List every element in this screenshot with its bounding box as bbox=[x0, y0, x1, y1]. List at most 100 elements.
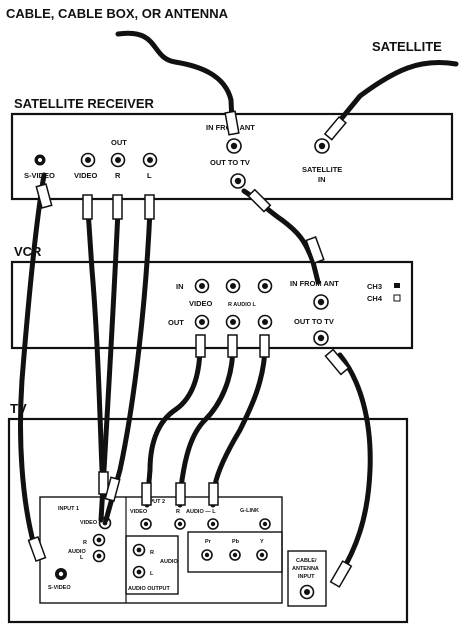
vcr-r-out-plug bbox=[227, 334, 238, 358]
vcr-out-r-jack[interactable] bbox=[225, 314, 241, 330]
receiver-video-cable bbox=[85, 207, 107, 498]
antenna-cable bbox=[115, 30, 235, 125]
tv-input1-audio-label: AUDIO bbox=[68, 549, 86, 555]
receiver-in-from-ant-jack[interactable] bbox=[226, 138, 242, 154]
tv-input2-l-jack[interactable] bbox=[207, 518, 219, 530]
satellite-plug bbox=[323, 115, 347, 141]
receiver-out-to-tv-jack[interactable] bbox=[230, 173, 246, 189]
vcr-ch3-switch[interactable] bbox=[394, 283, 400, 288]
tv-audio-output-label: AUDIO OUTPUT bbox=[128, 586, 171, 592]
vcr-title: VCR bbox=[14, 244, 42, 259]
tv-audio-output-small-label: AUDIO bbox=[160, 559, 178, 565]
tv-input2-video-label: VIDEO bbox=[130, 509, 148, 515]
receiver-r-cable bbox=[98, 207, 121, 523]
vcr-in-from-ant-label: IN FROM ANT bbox=[290, 279, 339, 288]
tv-y-label: Y bbox=[260, 539, 264, 545]
tv-input2-r-jack[interactable] bbox=[174, 518, 186, 530]
tv-audio-output-l-label: L bbox=[150, 571, 154, 577]
tv-audio-output-r-label: R bbox=[150, 550, 154, 556]
tv-input2-video-plug bbox=[141, 482, 152, 506]
vcr-ch4-label: CH4 bbox=[367, 294, 383, 303]
receiver-video-jack[interactable] bbox=[80, 152, 96, 168]
tv-svideo-label: S-VIDEO bbox=[48, 585, 71, 591]
tv-svideo-jack[interactable] bbox=[55, 568, 67, 580]
tv-cable-antenna-label-2: ANTENNA bbox=[292, 566, 319, 572]
tv-component-box bbox=[187, 531, 283, 573]
vcr-out-to-tv-label: OUT TO TV bbox=[294, 317, 334, 326]
vcr-video-out-plug bbox=[195, 334, 206, 358]
tv-glink-jack[interactable] bbox=[259, 518, 271, 530]
svideo-plug-top bbox=[35, 183, 53, 209]
satellite-source-label: SATELLITE bbox=[372, 39, 442, 54]
tv-y-jack[interactable] bbox=[256, 549, 268, 561]
receiver-satellite-in-label-1: SATELLITE bbox=[302, 165, 342, 174]
vcr-l-out-plug bbox=[259, 334, 270, 358]
vcr-in-from-ant-jack[interactable] bbox=[313, 294, 329, 310]
receiver-svideo-jack[interactable] bbox=[34, 154, 46, 166]
vcr-in-video-jack[interactable] bbox=[194, 278, 210, 294]
tv-pr-label: Pr bbox=[205, 539, 212, 545]
receiver-r-plug bbox=[112, 194, 123, 220]
vcr-in-l-jack[interactable] bbox=[257, 278, 273, 294]
svideo-plug-bottom bbox=[27, 535, 47, 563]
vcr-in-label: IN bbox=[176, 282, 184, 291]
receiver-l-jack[interactable] bbox=[142, 152, 158, 168]
tv-input1-label: INPUT 1 bbox=[58, 506, 79, 512]
tv-input1-audio-plug bbox=[104, 476, 121, 502]
vcr-in-r-jack[interactable] bbox=[225, 278, 241, 294]
vcr-rf-in-plug bbox=[305, 236, 325, 264]
tv: TV INPUT 1 INPUT 2 VIDEO VIDEO R AUDIO —… bbox=[7, 401, 409, 624]
receiver-l-plug bbox=[144, 194, 155, 220]
tv-input1-r-label: R bbox=[83, 540, 87, 546]
receiver-l-cable bbox=[103, 207, 153, 523]
tv-input2-r-label: R bbox=[176, 509, 180, 515]
vcr-out-label: OUT bbox=[168, 318, 184, 327]
vcr-video-out-cable bbox=[144, 342, 203, 508]
tv-audio-output-box bbox=[125, 535, 179, 595]
tv-input2-l-plug bbox=[208, 482, 219, 506]
tv-pr-jack[interactable] bbox=[201, 549, 213, 561]
vcr-ch3-label: CH3 bbox=[367, 282, 382, 291]
tv-cable-antenna-jack[interactable] bbox=[299, 584, 315, 600]
tv-cable-antenna-label-1: CABLE/ bbox=[296, 558, 317, 564]
vcr-ch4-switch[interactable] bbox=[393, 294, 401, 302]
vcr-out-video-jack[interactable] bbox=[194, 314, 210, 330]
receiver-video-label: VIDEO bbox=[74, 171, 98, 180]
receiver-out-label: OUT bbox=[111, 138, 127, 147]
tv-input1-l-label: L bbox=[80, 555, 84, 561]
tv-audio-output-l-jack[interactable] bbox=[132, 565, 146, 579]
tv-input1-r-jack[interactable] bbox=[92, 533, 106, 547]
vcr-audio-label: R AUDIO L bbox=[228, 302, 257, 308]
tv-rf-in-plug bbox=[329, 560, 353, 588]
tv-panel bbox=[7, 417, 409, 624]
satellite-receiver-title: SATELLITE RECEIVER bbox=[14, 96, 154, 111]
tv-audio-output-r-jack[interactable] bbox=[132, 543, 146, 557]
tv-input2-video-jack[interactable] bbox=[140, 518, 152, 530]
tv-cable-antenna-box bbox=[287, 550, 327, 607]
satellite-cable bbox=[334, 59, 459, 127]
vcr-rf-out-plug bbox=[324, 348, 350, 376]
tv-input1-video-label: VIDEO bbox=[80, 520, 98, 526]
receiver-r-label: R bbox=[115, 171, 121, 180]
satellite-receiver: SATELLITE RECEIVER OUT S-VIDEO VIDEO R L… bbox=[10, 96, 454, 201]
receiver-l-label: L bbox=[147, 171, 152, 180]
tv-input1-l-jack[interactable] bbox=[92, 549, 106, 563]
receiver-satellite-in-jack[interactable] bbox=[314, 138, 330, 154]
receiver-satellite-in-label-2: IN bbox=[318, 175, 326, 184]
tv-input2-audio-label: AUDIO — L bbox=[186, 509, 216, 515]
tv-input2-label: INPUT 2 bbox=[144, 499, 165, 505]
vcr-out-l-jack[interactable] bbox=[257, 314, 273, 330]
tv-input1-video-plug bbox=[98, 471, 109, 495]
vcr-panel bbox=[10, 260, 414, 350]
vcr-out-to-tv-jack[interactable] bbox=[313, 330, 329, 346]
vcr-r-out-cable bbox=[177, 342, 236, 508]
svideo-cable bbox=[18, 172, 47, 548]
receiver-r-jack[interactable] bbox=[110, 152, 126, 168]
vcr: VCR IN VIDEO R AUDIO L OUT IN FROM ANT O… bbox=[10, 244, 414, 350]
receiver-svideo-label: S-VIDEO bbox=[24, 171, 55, 180]
vcr-to-tv-rf-cable bbox=[337, 352, 373, 578]
receiver-video-plug bbox=[82, 194, 93, 220]
cable-source-label: CABLE, CABLE BOX, OR ANTENNA bbox=[6, 6, 229, 21]
tv-pb-jack[interactable] bbox=[229, 549, 241, 561]
